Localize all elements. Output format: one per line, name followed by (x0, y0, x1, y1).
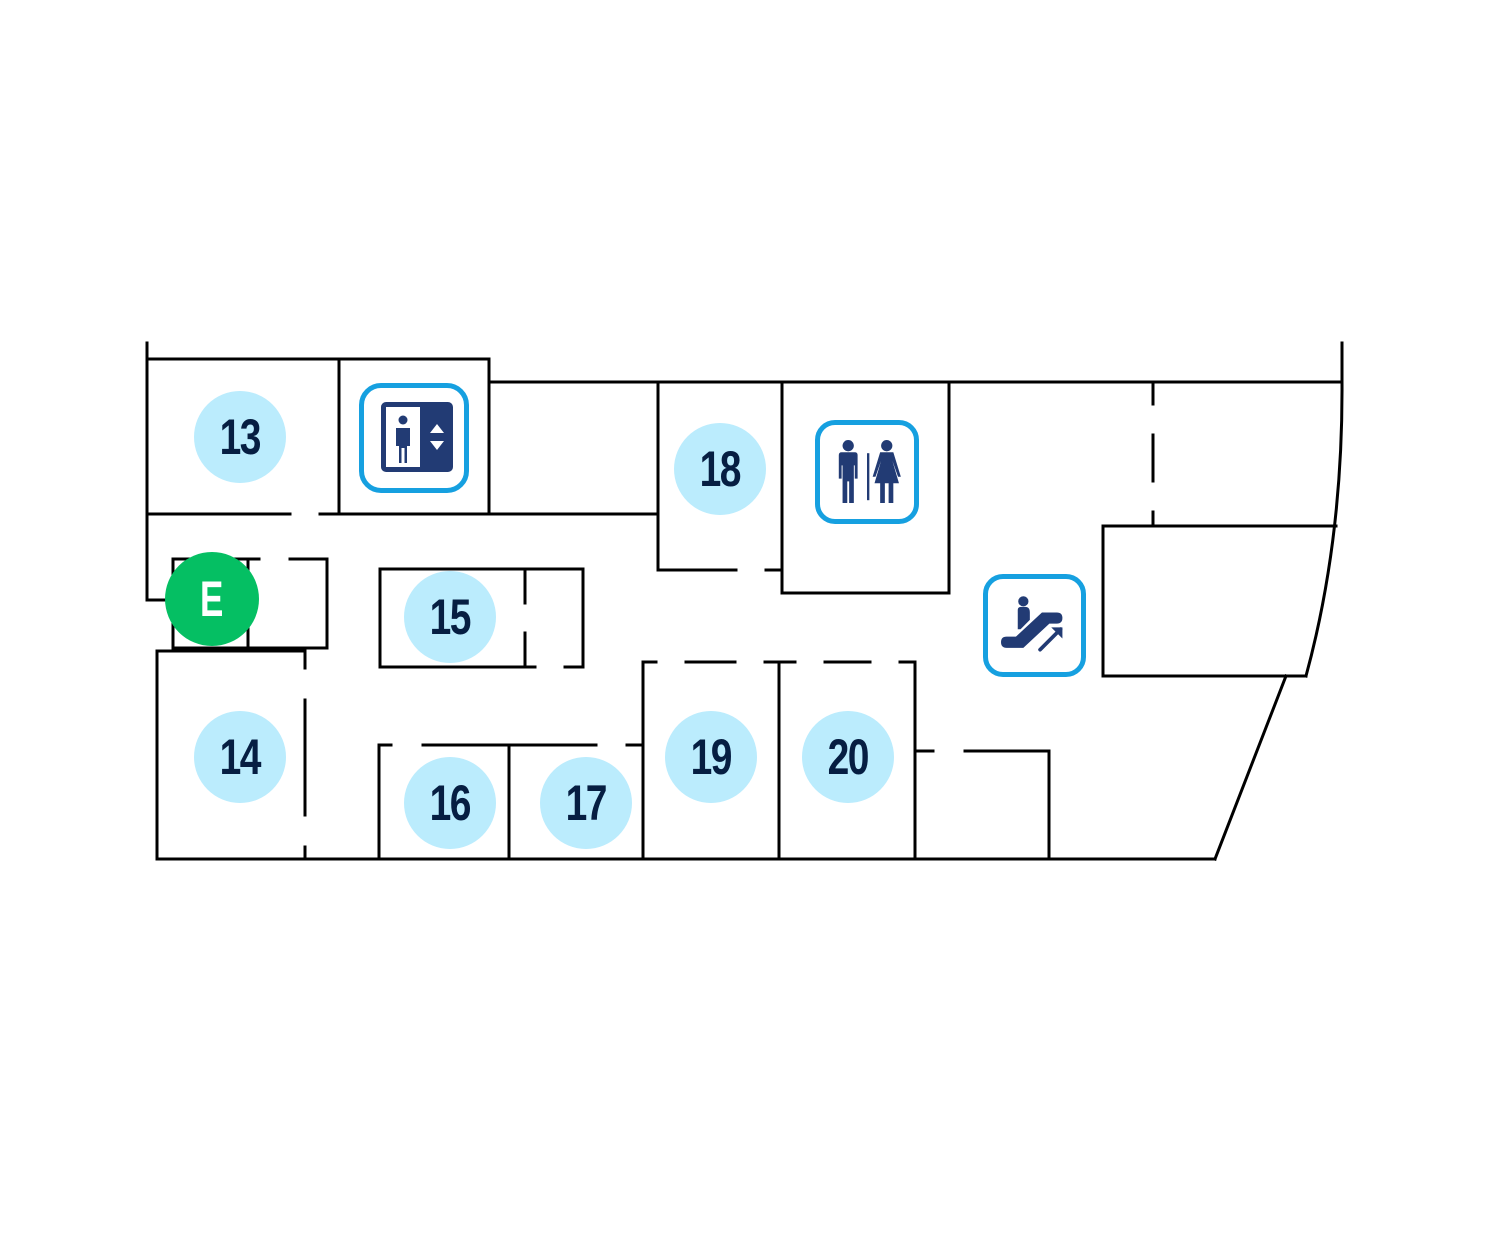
wall (656, 380, 738, 572)
room-number: 13 (219, 409, 262, 465)
room-number: 18 (699, 441, 742, 497)
entrance-label: E (200, 571, 224, 627)
room-number: 14 (219, 729, 262, 785)
room-20-badge[interactable]: 20 (802, 711, 894, 803)
room-17-badge[interactable]: 17 (540, 757, 632, 849)
wall (780, 380, 951, 595)
wall (523, 631, 537, 669)
room-14-badge[interactable]: 14 (194, 711, 286, 803)
escalator-up-icon (1001, 596, 1063, 652)
wall (963, 749, 1051, 861)
wall (378, 567, 585, 669)
room-16-badge[interactable]: 16 (404, 757, 496, 849)
wall (1304, 380, 1344, 678)
wall (155, 649, 307, 861)
wall (145, 341, 174, 602)
room-15-badge[interactable]: 15 (404, 571, 496, 663)
elevator-marker[interactable] (359, 383, 469, 493)
wall (1213, 674, 1288, 861)
room-number: 20 (827, 729, 870, 785)
wall (377, 743, 393, 861)
restroom-icon (838, 440, 901, 504)
room-13-badge[interactable]: 13 (194, 391, 286, 483)
elevator-icon (381, 402, 453, 472)
room-number: 19 (690, 729, 733, 785)
room-19-badge[interactable]: 19 (665, 711, 757, 803)
room-number: 15 (429, 589, 472, 645)
room-number: 17 (565, 775, 608, 831)
wall (145, 357, 1344, 384)
wall (641, 660, 658, 861)
restroom-marker[interactable] (815, 420, 919, 524)
wall (1101, 524, 1308, 678)
entrance-badge[interactable]: E (165, 552, 259, 646)
escalator-marker[interactable] (983, 574, 1086, 677)
room-number: 16 (429, 775, 472, 831)
room-18-badge[interactable]: 18 (674, 423, 766, 515)
wall (898, 660, 917, 861)
